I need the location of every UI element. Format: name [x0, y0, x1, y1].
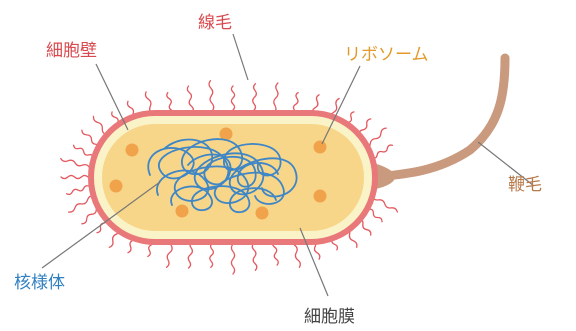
ribosome	[256, 207, 269, 220]
flagellum	[360, 58, 505, 178]
pilus	[67, 186, 90, 195]
pilus	[372, 196, 397, 212]
pilus	[210, 243, 214, 267]
pilus	[61, 159, 90, 168]
pilus	[69, 196, 94, 212]
pilus	[188, 241, 192, 268]
pilus	[209, 81, 214, 111]
pilus	[61, 175, 88, 178]
pilus	[372, 145, 392, 158]
pilus	[231, 244, 234, 274]
ribosome	[126, 144, 139, 157]
pilus	[274, 83, 278, 113]
ribosome	[314, 141, 327, 154]
label-cell-membrane: 細胞膜	[304, 307, 355, 327]
ribosome	[314, 190, 327, 203]
pilus	[74, 145, 94, 158]
leader-cell-wall	[96, 64, 128, 130]
label-pili: 線毛	[198, 13, 232, 33]
label-ribosome: リボソーム	[344, 45, 429, 65]
label-flagellum: 鞭毛	[508, 175, 542, 195]
pilus	[252, 243, 257, 270]
leader-pili	[233, 34, 248, 80]
pilus	[187, 86, 193, 113]
pilus	[253, 84, 257, 111]
ribosome	[176, 205, 189, 218]
label-cell-wall: 細胞壁	[46, 41, 97, 61]
ribosome	[110, 180, 123, 193]
pilus	[231, 86, 234, 110]
label-nucleoid: 核様体	[14, 273, 65, 293]
